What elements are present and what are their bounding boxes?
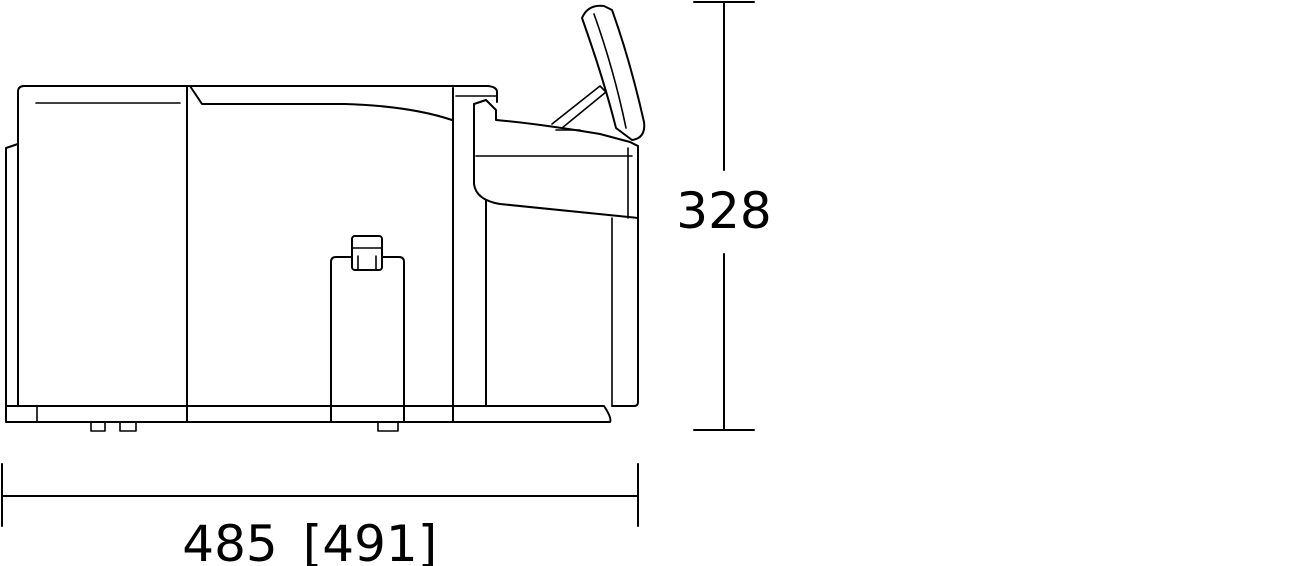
foot-1 — [90, 421, 106, 432]
scanner-lid-inner — [593, 13, 627, 129]
height-dimension: 328 — [676, 1, 772, 431]
lid-support-arm — [551, 85, 607, 129]
front-face — [611, 145, 639, 407]
width-dimension: 485 [491] — [1, 463, 639, 566]
output-tray-lower — [473, 103, 639, 219]
foot-3 — [377, 421, 399, 432]
foot-2 — [119, 421, 137, 432]
ink-door — [330, 256, 405, 423]
body-outline — [17, 85, 498, 407]
width-alt-label: [491] — [303, 515, 437, 566]
output-tray — [473, 99, 639, 147]
height-label: 328 — [676, 182, 771, 240]
printer-body — [5, 4, 646, 432]
rear-lip — [5, 143, 38, 407]
top-cover-slope — [189, 85, 453, 121]
ink-door-latch — [351, 235, 383, 271]
width-label: 485 — [182, 515, 277, 566]
base-plate — [5, 405, 612, 423]
